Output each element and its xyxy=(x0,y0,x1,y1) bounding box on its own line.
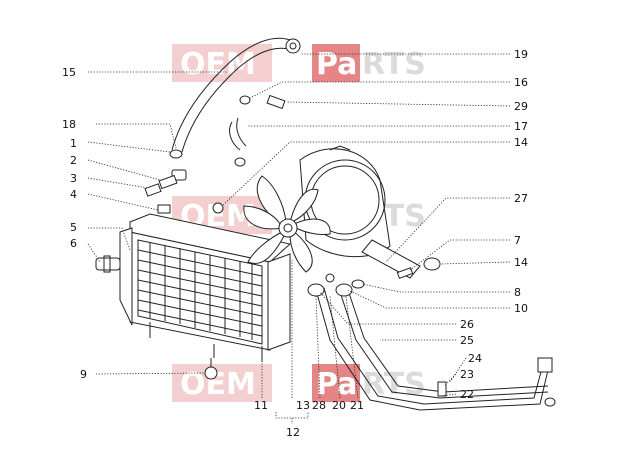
callout-29: 29 xyxy=(514,100,528,113)
callout-14-top: 14 xyxy=(514,136,528,149)
clamp-part-9 xyxy=(204,358,218,380)
callout-13: 13 xyxy=(296,399,310,412)
callout-10: 10 xyxy=(514,302,528,315)
fan-mount-parts xyxy=(325,257,441,289)
radiator xyxy=(119,213,292,362)
hose-clips xyxy=(234,94,286,167)
callout-2: 2 xyxy=(70,154,77,167)
callout-7: 7 xyxy=(514,234,521,247)
temperature-sensor xyxy=(95,255,121,273)
callout-labels: 1 2 3 4 5 6 9 15 18 19 16 29 17 14 27 7 … xyxy=(62,48,528,439)
callout-23: 23 xyxy=(460,368,474,381)
callout-4: 4 xyxy=(70,188,77,201)
callout-6: 6 xyxy=(70,237,77,250)
callout-16: 16 xyxy=(514,76,528,89)
watermark-oem-text: OEM xyxy=(180,47,256,82)
callout-11: 11 xyxy=(254,399,268,412)
callout-12: 12 xyxy=(286,426,300,439)
callout-25: 25 xyxy=(460,334,474,347)
callout-1: 1 xyxy=(70,137,77,150)
callout-27: 27 xyxy=(514,192,528,205)
radiator-fittings xyxy=(144,149,224,214)
callout-9: 9 xyxy=(80,368,87,381)
callout-8: 8 xyxy=(514,286,521,299)
watermark-oem-text: OEM xyxy=(180,367,256,402)
watermark-pa-text: Pa xyxy=(316,367,357,402)
watermark-rts-text: RTS xyxy=(362,47,426,82)
callout-17: 17 xyxy=(514,120,528,133)
callout-20: 20 xyxy=(332,399,346,412)
callout-24: 24 xyxy=(468,352,482,365)
callout-19: 19 xyxy=(514,48,528,61)
callout-21: 21 xyxy=(350,399,364,412)
callout-15: 15 xyxy=(62,66,76,79)
cooling-fan xyxy=(243,175,331,273)
lower-pipes xyxy=(307,283,556,411)
callout-14-right: 14 xyxy=(514,256,528,269)
watermark-bottom: OEM Pa RTS xyxy=(172,364,426,402)
callout-22: 22 xyxy=(460,388,474,401)
leader-lines xyxy=(87,53,511,424)
watermark-pa-text: Pa xyxy=(316,47,357,82)
callout-26: 26 xyxy=(460,318,474,331)
callout-5: 5 xyxy=(70,221,77,234)
callout-28: 28 xyxy=(312,399,326,412)
callout-3: 3 xyxy=(70,172,77,185)
watermark-rts-text: RTS xyxy=(362,367,426,402)
upper-hose xyxy=(171,37,301,153)
small-hose xyxy=(229,117,247,151)
callout-18: 18 xyxy=(62,118,76,131)
